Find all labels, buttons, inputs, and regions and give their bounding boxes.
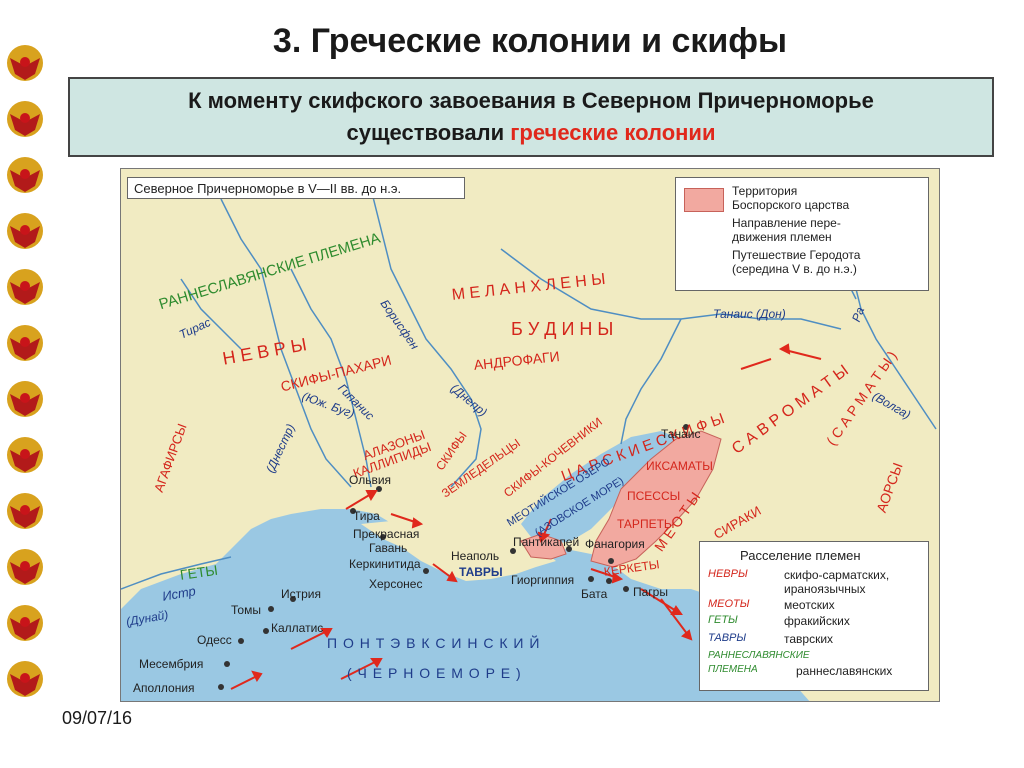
legend-tag-nevry: НЕВРЫ xyxy=(708,568,748,580)
legend-direction-1: Направление пере- xyxy=(732,216,841,230)
eagle-emblem-icon xyxy=(7,549,43,585)
label-mesembriya: Месембрия xyxy=(139,657,204,671)
city-dot xyxy=(623,586,629,592)
sea-of-azov xyxy=(521,431,676,545)
label-odess: Одесс xyxy=(197,633,232,647)
city-dot xyxy=(606,578,612,584)
city-dot xyxy=(608,558,614,564)
label-kallatis: Каллатис xyxy=(271,621,324,635)
eagle-emblem-icon xyxy=(7,269,43,305)
eagle-emblem-icon xyxy=(7,661,43,697)
subtitle-plain: существовали xyxy=(346,120,511,145)
city-dot xyxy=(268,606,274,612)
label-tira: Тира xyxy=(353,509,380,523)
city-dot xyxy=(588,576,594,582)
legend-bottom-heading: Расселение племен xyxy=(740,548,861,563)
city-dot xyxy=(238,638,244,644)
legend-desc-thracian: фракийских xyxy=(784,614,850,628)
legend-desc-taurian: таврских xyxy=(784,632,834,646)
subtitle-line-2: существовали греческие колонии xyxy=(70,117,992,149)
label-pont-2: ( Ч Е Р Н О Е М О Р Е ) xyxy=(347,665,522,681)
label-khersones: Херсонес xyxy=(369,577,423,591)
label-tavry: ТАВРЫ xyxy=(459,565,503,579)
city-dot xyxy=(350,508,356,514)
label-neapol: Неаполь xyxy=(451,549,500,563)
legend-territory-2: Боспорского царства xyxy=(732,198,850,212)
legend-desc-meot: меотских xyxy=(784,598,835,612)
city-markers xyxy=(218,424,689,690)
subtitle-line-1: К моменту скифского завоевания в Северно… xyxy=(188,88,874,113)
subtitle-highlight: греческие колонии xyxy=(510,120,716,145)
city-dot xyxy=(380,534,386,540)
legend-desc-slavic: раннеславянских xyxy=(796,664,893,678)
label-pont-1: П О Н Т Э В К С И Н С К И Й xyxy=(327,635,541,651)
eagle-emblem-icon xyxy=(7,45,43,81)
legend-territory-1: Территория xyxy=(732,184,798,198)
city-dot xyxy=(290,596,296,602)
label-tanais-don: Танаис (Дон) xyxy=(713,307,786,321)
legend-tag-rannesl-1: РАННЕСЛАВЯНСКИЕ xyxy=(708,650,810,661)
label-prekrasnaya: Прекрасная xyxy=(353,527,420,541)
label-pagry: Пагры xyxy=(633,585,668,599)
city-dot xyxy=(510,548,516,554)
label-olviya: Ольвия xyxy=(349,473,392,487)
rivers xyxy=(121,188,937,590)
historical-map: Северное Причерноморье в V—II вв. до н.э… xyxy=(120,168,940,702)
legend-swatch-bosporus xyxy=(684,188,724,212)
city-dot xyxy=(566,546,572,552)
label-istriya: Истрия xyxy=(281,587,321,601)
subtitle-box: К моменту скифского завоевания в Северно… xyxy=(68,77,994,157)
label-tarpety: ТАРПЕТЫ xyxy=(617,517,675,531)
city-dot xyxy=(423,568,429,574)
black-sea xyxy=(121,509,810,701)
label-iksamaty: ИКСАМАТЫ xyxy=(646,459,713,473)
eagle-emblem-icon xyxy=(7,437,43,473)
city-dot xyxy=(218,684,224,690)
migration-arrows xyxy=(230,343,822,690)
eagle-emblem-icon xyxy=(7,157,43,193)
legend-tag-gety: ГЕТЫ xyxy=(708,614,738,626)
label-tomy: Томы xyxy=(231,603,261,617)
eagle-emblem-icon xyxy=(7,325,43,361)
label-gavan: Гавань xyxy=(369,541,408,555)
legend-tag-meoty: МЕОТЫ xyxy=(708,598,750,610)
slide-title: 3. Греческие колонии и скифы xyxy=(272,22,788,60)
legend-tag-rannesl-2: ПЛЕМЕНА xyxy=(708,664,758,675)
label-fanagoriya: Фанагория xyxy=(585,537,645,551)
label-tanais: Танаис xyxy=(661,427,701,441)
legend-herodotus-1: Путешествие Геродота xyxy=(732,248,861,262)
eagle-strip xyxy=(0,40,52,720)
city-dot xyxy=(263,628,269,634)
label-apolloniya: Аполлония xyxy=(133,681,195,695)
legend-desc-iranian: ираноязычных xyxy=(784,582,866,596)
eagle-emblem-icon xyxy=(7,605,43,641)
crimea-peninsula xyxy=(361,521,556,581)
city-dot xyxy=(683,424,689,430)
label-bata: Бата xyxy=(581,587,608,601)
eagle-emblem-icon xyxy=(7,381,43,417)
legend-herodotus-2: (середина V в. до н.э.) xyxy=(732,262,857,276)
legend-direction-2: движения племен xyxy=(732,230,832,244)
city-dot xyxy=(376,486,382,492)
eagle-emblem-icon xyxy=(7,101,43,137)
label-gorgippiya: Гиоргиппия xyxy=(511,573,575,587)
legend-desc-scytho: скифо-сарматских, xyxy=(784,568,890,582)
eagle-emblem-icon xyxy=(7,213,43,249)
date-footer: 09/07/16 xyxy=(62,708,133,728)
label-pantikapei: Пантикапей xyxy=(513,535,580,549)
legend-top: Территория Боспорского царства Направлен… xyxy=(675,177,929,291)
eagle-emblem-icon xyxy=(7,493,43,529)
label-budiny: Б У Д И Н Ы xyxy=(511,319,614,339)
legend-tag-tavry: ТАВРЫ xyxy=(708,632,747,644)
label-psessy: ПСЕССЫ xyxy=(627,489,681,503)
city-dot xyxy=(224,661,230,667)
bosporan-kingdom-territory xyxy=(590,430,722,568)
legend-bottom: Расселение племен НЕВРЫ скифо-сарматских… xyxy=(699,541,929,691)
label-kerkinitida: Керкинитида xyxy=(349,557,421,571)
map-title: Северное Причерноморье в V—II вв. до н.э… xyxy=(127,177,465,199)
